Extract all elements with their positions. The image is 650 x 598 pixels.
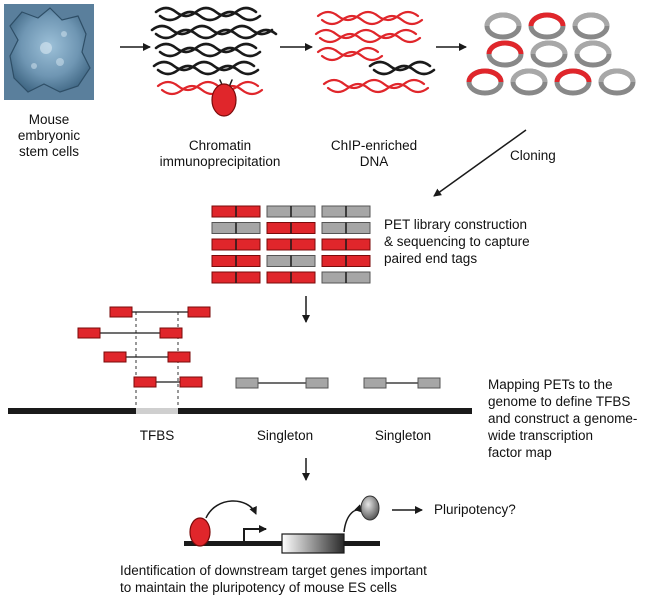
label-mapping: Mapping PETs to the genome to define TFB… xyxy=(488,377,638,460)
plasmid-insert-gray xyxy=(484,12,522,27)
gene-product xyxy=(360,495,380,521)
gene-transcription-icon xyxy=(184,495,423,554)
pet-genome-mapping-icon xyxy=(8,306,472,414)
plasmid-insert-gray xyxy=(530,40,568,55)
label-stem-cells: Mouse embryonic stem cells xyxy=(17,112,81,159)
pet-tag-gray xyxy=(363,377,387,389)
plasmid-insert-red xyxy=(528,12,566,27)
label-chip-dna: ChIP-enriched DNA xyxy=(330,138,418,169)
pet-tag-red xyxy=(77,327,101,339)
plasmid-insert-gray xyxy=(572,12,610,27)
pet-tag-red xyxy=(179,376,203,388)
plasmid-insert-red xyxy=(466,68,504,83)
product-arrow xyxy=(343,504,363,533)
chromatin-strands-icon xyxy=(150,6,278,117)
transcription-factor xyxy=(189,517,211,547)
label-cloning: Cloning xyxy=(510,148,556,163)
pet-tag-red xyxy=(109,306,133,318)
plasmid-insert-gray xyxy=(510,68,548,83)
label-identification: Identification of downstream target gene… xyxy=(120,563,427,595)
pet-tag-gray xyxy=(417,377,441,389)
label-singleton-1: Singleton xyxy=(256,428,314,443)
pet-tag-red xyxy=(167,351,191,363)
tfbs-region xyxy=(136,408,178,414)
plasmid-insert-red xyxy=(486,40,524,55)
pet-tag-red xyxy=(187,306,211,318)
activation-arrow xyxy=(205,500,257,519)
target-gene xyxy=(281,533,345,554)
label-chromatin: Chromatin immunoprecipitation xyxy=(159,138,281,169)
pet-tag-red xyxy=(133,376,157,388)
pet-tag-red xyxy=(159,327,183,339)
label-tfbs: TFBS xyxy=(139,428,175,443)
promoter-arrow xyxy=(243,525,267,541)
dna-strands-icon xyxy=(314,10,436,94)
plasmid-insert-gray xyxy=(598,68,636,83)
stem-cell-micrograph-icon xyxy=(4,4,94,100)
genome-baseline xyxy=(8,408,472,414)
pet-tag-gray xyxy=(305,377,329,389)
label-singleton-2: Singleton xyxy=(374,428,432,443)
plasmid-clones-icon xyxy=(466,12,636,96)
plasmid-insert-red xyxy=(554,68,592,83)
label-pluripotency: Pluripotency? xyxy=(434,502,516,517)
pet-tag-grid-icon xyxy=(211,205,371,284)
label-pet-library: PET library construction & sequencing to… xyxy=(384,217,530,266)
arrow-clones-to-library xyxy=(433,129,527,197)
pet-tag-gray xyxy=(235,377,259,389)
plasmid-insert-gray xyxy=(574,40,612,55)
pet-tag-red xyxy=(103,351,127,363)
